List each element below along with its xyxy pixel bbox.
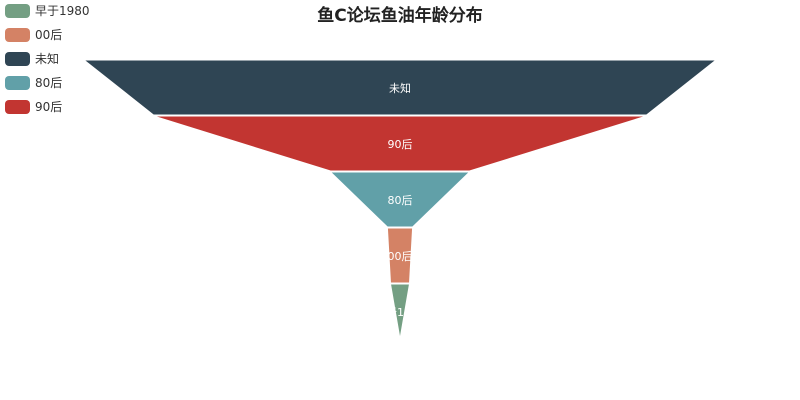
legend-item-早于1980[interactable]: 早于1980: [5, 4, 90, 18]
segment-label-80后: 80后: [388, 194, 413, 207]
segment-label-早于1980: 早于1980: [375, 306, 425, 319]
legend-item-80后[interactable]: 80后: [5, 76, 62, 90]
legend-swatch: [5, 100, 30, 114]
legend-label: 00后: [35, 28, 62, 42]
segment-label-90后: 90后: [388, 138, 413, 151]
legend-label: 80后: [35, 76, 62, 90]
legend-swatch: [5, 52, 30, 66]
segment-未知[interactable]: [82, 59, 718, 116]
legend-label: 早于1980: [35, 4, 90, 18]
segment-早于1980[interactable]: [389, 283, 411, 340]
legend-swatch: [5, 28, 30, 42]
legend-label: 90后: [35, 100, 62, 114]
segment-80后[interactable]: [329, 171, 471, 228]
segment-00后[interactable]: [386, 227, 414, 284]
legend-item-90后[interactable]: 90后: [5, 100, 62, 114]
legend-item-00后[interactable]: 00后: [5, 28, 62, 42]
funnel-segments: [82, 59, 718, 340]
segment-90后[interactable]: [153, 115, 647, 172]
legend-swatch: [5, 4, 30, 18]
segment-label-未知: 未知: [389, 81, 411, 95]
legend-label: 未知: [35, 52, 59, 66]
legend-item-未知[interactable]: 未知: [5, 52, 59, 66]
legend-swatch: [5, 76, 30, 90]
chart-title: 鱼C论坛鱼油年龄分布: [317, 5, 482, 26]
segment-label-00后: 00后: [388, 250, 413, 263]
